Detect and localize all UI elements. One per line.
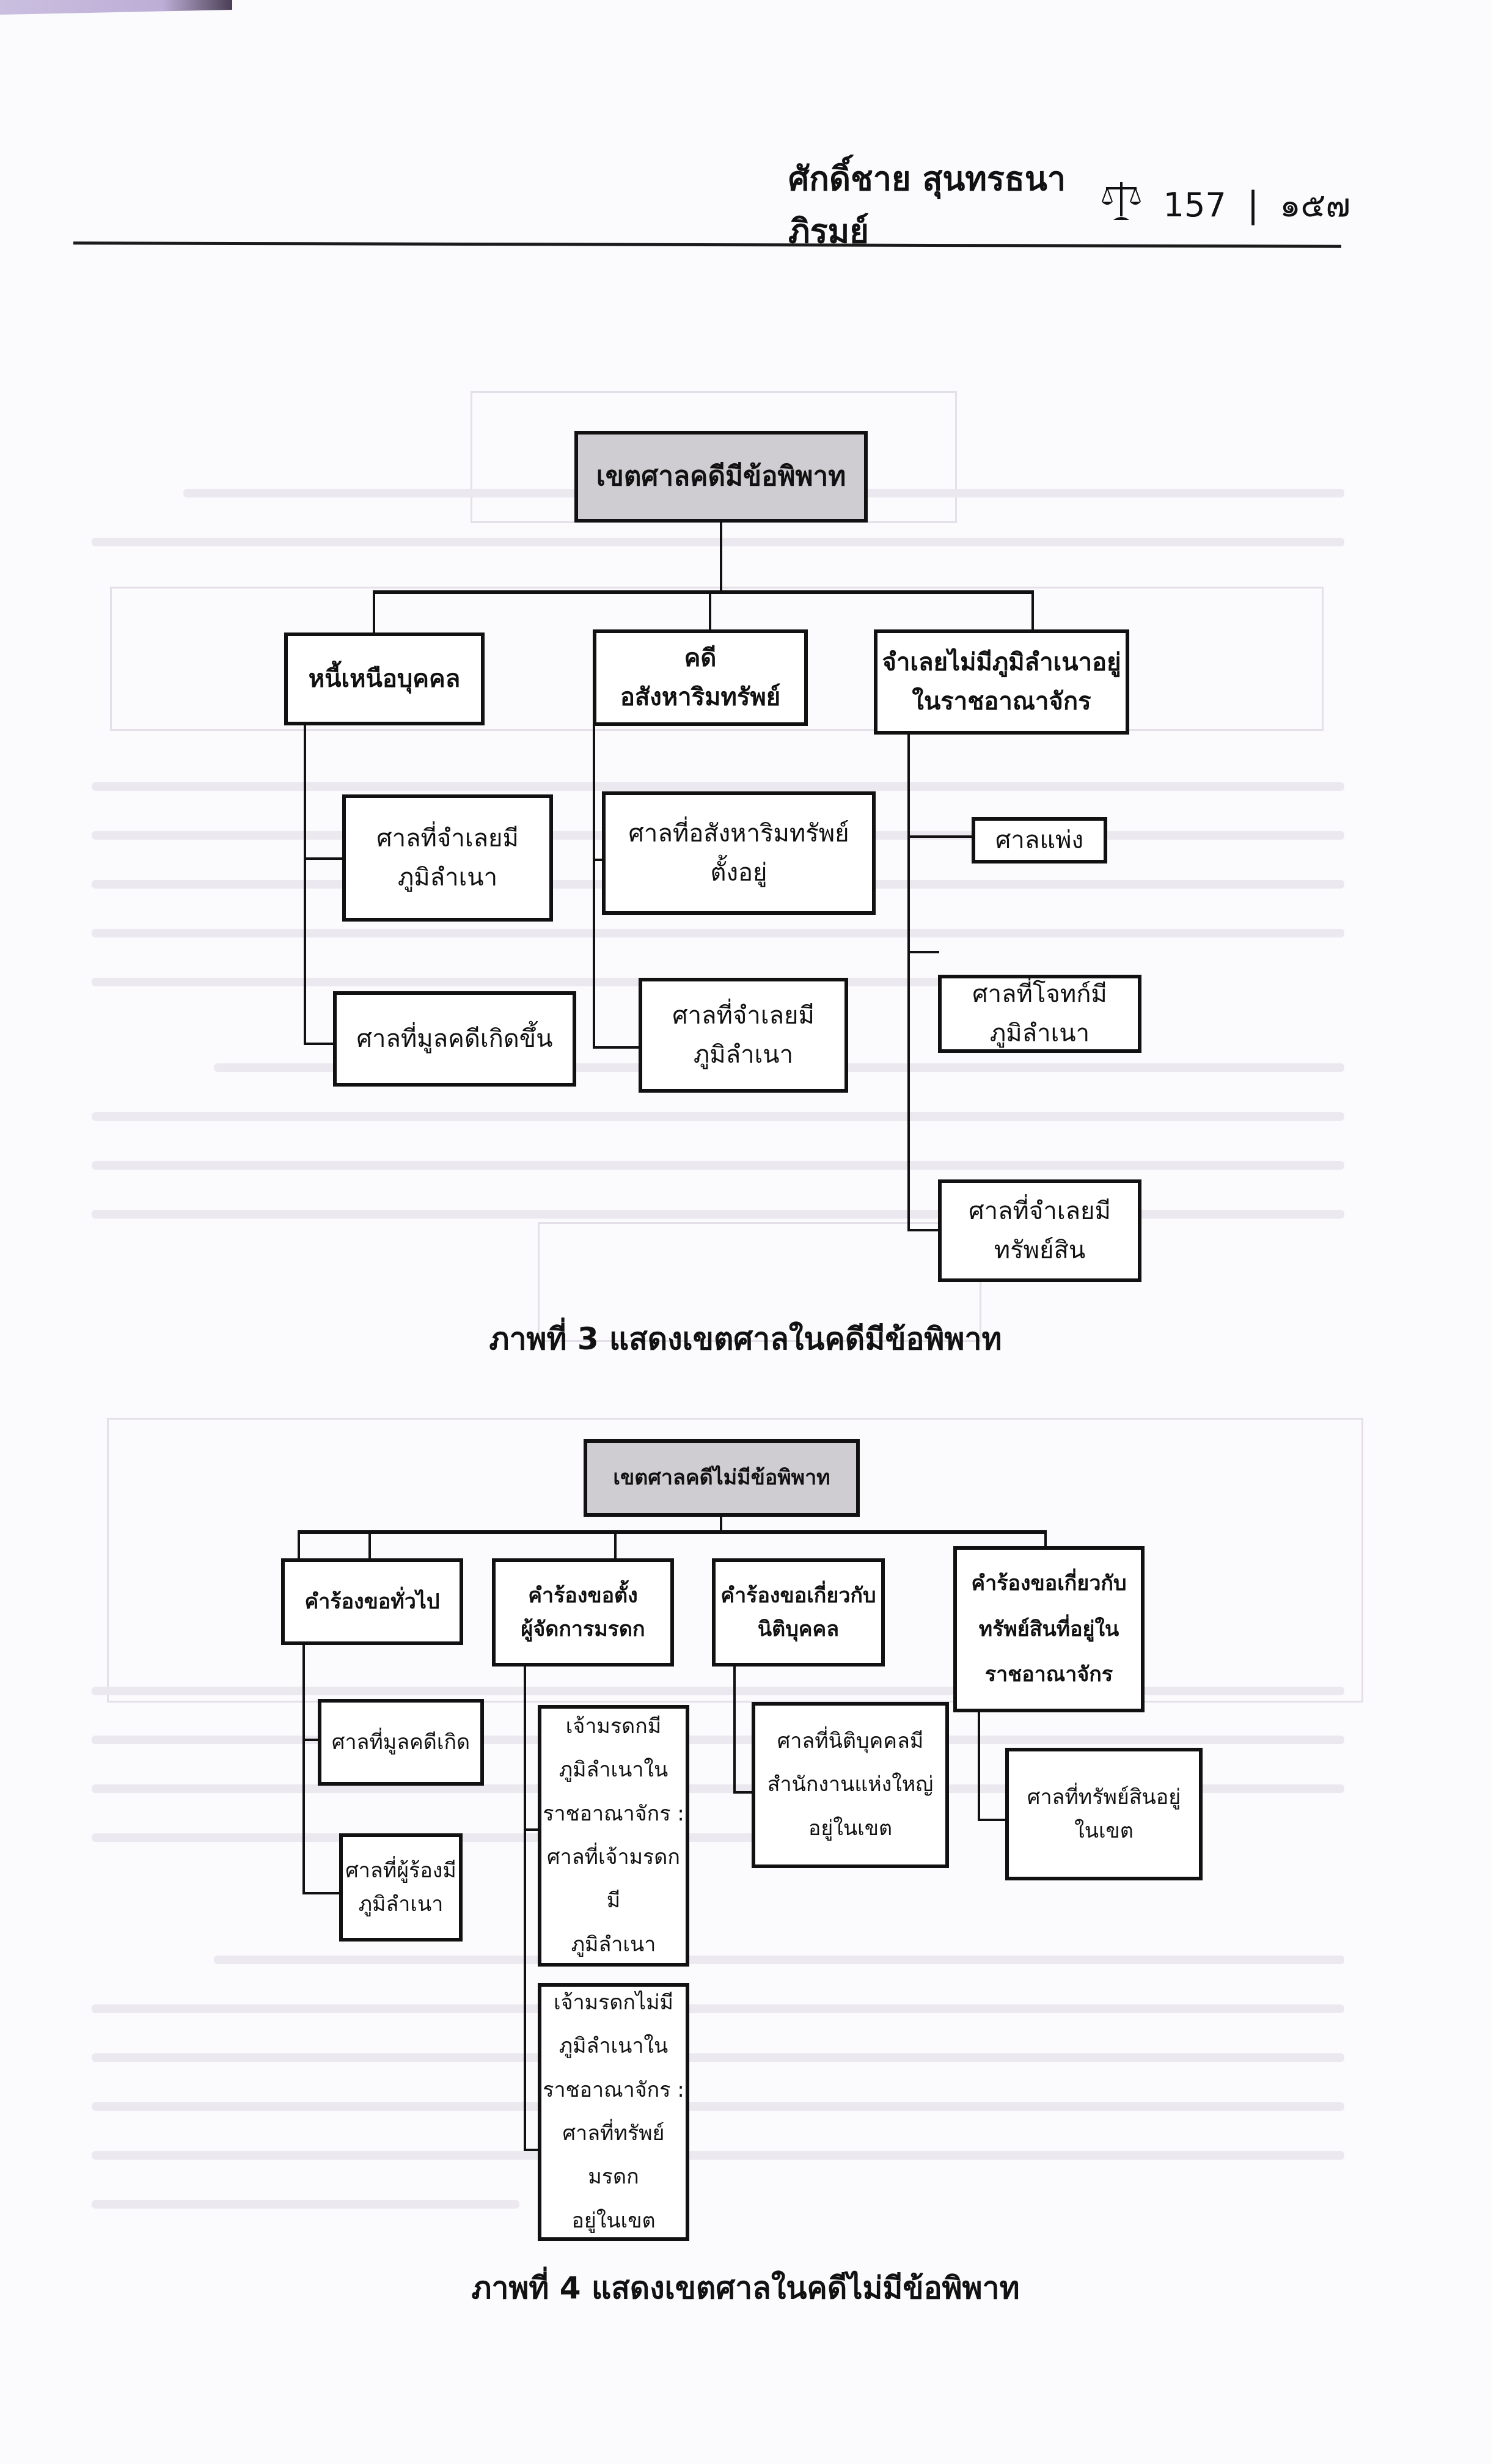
author-name: ศักดิ์ชาย สุนทรธนาภิรมย์	[788, 160, 1066, 251]
connector	[298, 1530, 300, 1560]
connector	[593, 859, 604, 861]
connector	[907, 1229, 939, 1231]
fig4-node-cause-court: ศาลที่มูลคดีเกิด	[318, 1699, 484, 1786]
bleed-through-box	[110, 587, 1324, 731]
connector	[1031, 590, 1034, 631]
bleed-through-text	[92, 978, 1069, 986]
connector	[304, 857, 344, 860]
fig3-node-cause-of-action-court: ศาลที่มูลคดีเกิดขึ้น	[333, 991, 576, 1087]
fig3-node-defendant-domicile-court: ศาลที่จำเลยมี ภูมิลำเนา	[342, 794, 553, 922]
connector	[1044, 1530, 1047, 1549]
fig4-node-general-petition: คำร้องขอทั่วไป	[281, 1558, 463, 1645]
connector	[720, 1516, 722, 1534]
fig4-root-node: เขตศาลคดีไม่มีข้อพิพาท	[584, 1439, 860, 1517]
bleed-through-text	[92, 2004, 1344, 2013]
fig3-node-defendant-property-court: ศาลที่จำเลยมี ทรัพย์สิน	[938, 1179, 1141, 1282]
bleed-through-text	[92, 1112, 1344, 1121]
bleed-through-text	[214, 1956, 1344, 1964]
connector	[907, 951, 939, 953]
bleed-through-text	[92, 1687, 1344, 1695]
connector	[733, 1665, 736, 1794]
fig3-node-immovable-property: คดี อสังหาริมทรัพย์	[593, 629, 808, 726]
scales-of-justice-icon	[1100, 180, 1143, 230]
connector	[978, 1711, 980, 1821]
fig4-node-estate-administrator-petition: คำร้องขอตั้ง ผู้จัดการมรดก	[492, 1558, 674, 1667]
fig3-node-plaintiff-domicile-court: ศาลที่โจทก์มี ภูมิลำเนา	[938, 975, 1141, 1053]
fig4-node-deceased-domiciled-in-kingdom: เจ้ามรดกมี ภูมิลำเนาใน ราชอาณาจักร : ศาล…	[538, 1705, 689, 1967]
fig3-node-defendant-domicile-court-2: ศาลที่จำเลยมี ภูมิลำเนา	[639, 978, 848, 1093]
bleed-through-text	[92, 1736, 1344, 1744]
fig4-node-property-location-court: ศาลที่ทรัพย์สินอยู่ ในเขต	[1005, 1748, 1203, 1880]
connector	[368, 1530, 371, 1560]
scan-page-edge	[0, 0, 232, 15]
bleed-through-text	[92, 929, 1344, 937]
figure-3-caption: ภาพที่ 3 แสดงเขตศาลในคดีมีข้อพิพาท	[489, 1321, 1002, 1357]
connector	[298, 1530, 1047, 1534]
connector	[524, 2149, 539, 2151]
fig3-node-defendant-abroad: จำเลยไม่มีภูมิลำเนาอยู่ ในราชอาณาจักร	[874, 629, 1129, 735]
fig4-node-petitioner-domicile-court: ศาลที่ผู้ร้องมี ภูมิลำเนา	[339, 1833, 463, 1942]
fig4-node-deceased-not-domiciled-in-kingdom: เจ้ามรดกไม่มี ภูมิลำเนาใน ราชอาณาจักร : …	[538, 1983, 689, 2241]
fig3-node-personal-debt: หนี้เหนือบุคคล	[284, 632, 485, 725]
page-number-thai: ๑๕๗	[1280, 186, 1350, 224]
fig4-node-property-in-kingdom-petition: คำร้องขอเกี่ยวกับ ทรัพย์สินที่อยู่ใน ราช…	[953, 1546, 1145, 1712]
connector	[373, 590, 375, 633]
bleed-through-text	[92, 1210, 1344, 1219]
fig4-node-juristic-person-petition: คำร้องขอเกี่ยวกับ นิติบุคคล	[712, 1558, 885, 1667]
connector	[524, 1665, 526, 2151]
connector	[593, 724, 595, 1048]
fig4-node-juristic-head-office-court: ศาลที่นิติบุคคลมี สำนักงานแห่งใหญ่ อยู่ใ…	[752, 1702, 949, 1868]
bleed-through-text	[92, 2151, 1344, 2160]
fig3-node-civil-court: ศาลแพ่ง	[972, 817, 1107, 864]
bleed-through-text	[92, 1161, 1344, 1170]
page-number-arabic: 157	[1163, 185, 1226, 224]
connector	[302, 1892, 340, 1894]
connector	[304, 1043, 334, 1045]
connector	[304, 724, 306, 1045]
bleed-through-text	[92, 2102, 1344, 2111]
connector	[302, 1739, 320, 1741]
header-rule	[73, 241, 1342, 248]
fig3-root-node: เขตศาลคดีมีข้อพิพาท	[574, 431, 868, 522]
page-number-separator: |	[1247, 184, 1259, 226]
connector	[709, 590, 711, 631]
figure-4-caption: ภาพที่ 4 แสดงเขตศาลในคดีไม่มีข้อพิพาท	[471, 2270, 1020, 2306]
connector	[593, 1046, 640, 1049]
connector	[720, 522, 722, 593]
connector	[524, 1828, 539, 1831]
connector	[733, 1791, 753, 1794]
connector	[373, 590, 1033, 594]
connector	[302, 1644, 305, 1894]
connector	[978, 1819, 1006, 1821]
bleed-through-text	[92, 782, 1344, 791]
connector	[614, 1530, 617, 1560]
running-header: ศักดิ์ชาย สุนทรธนาภิรมย์ 157 | ๑๕๗	[788, 160, 1350, 251]
bleed-through-text	[92, 2200, 519, 2209]
bleed-through-text	[92, 2053, 1344, 2062]
bleed-through-text	[92, 538, 1344, 546]
bleed-through-box	[538, 1222, 981, 1342]
connector	[907, 733, 910, 1231]
connector	[907, 835, 973, 838]
fig3-node-property-location-court: ศาลที่อสังหาริมทรัพย์ ตั้งอยู่	[602, 791, 876, 915]
